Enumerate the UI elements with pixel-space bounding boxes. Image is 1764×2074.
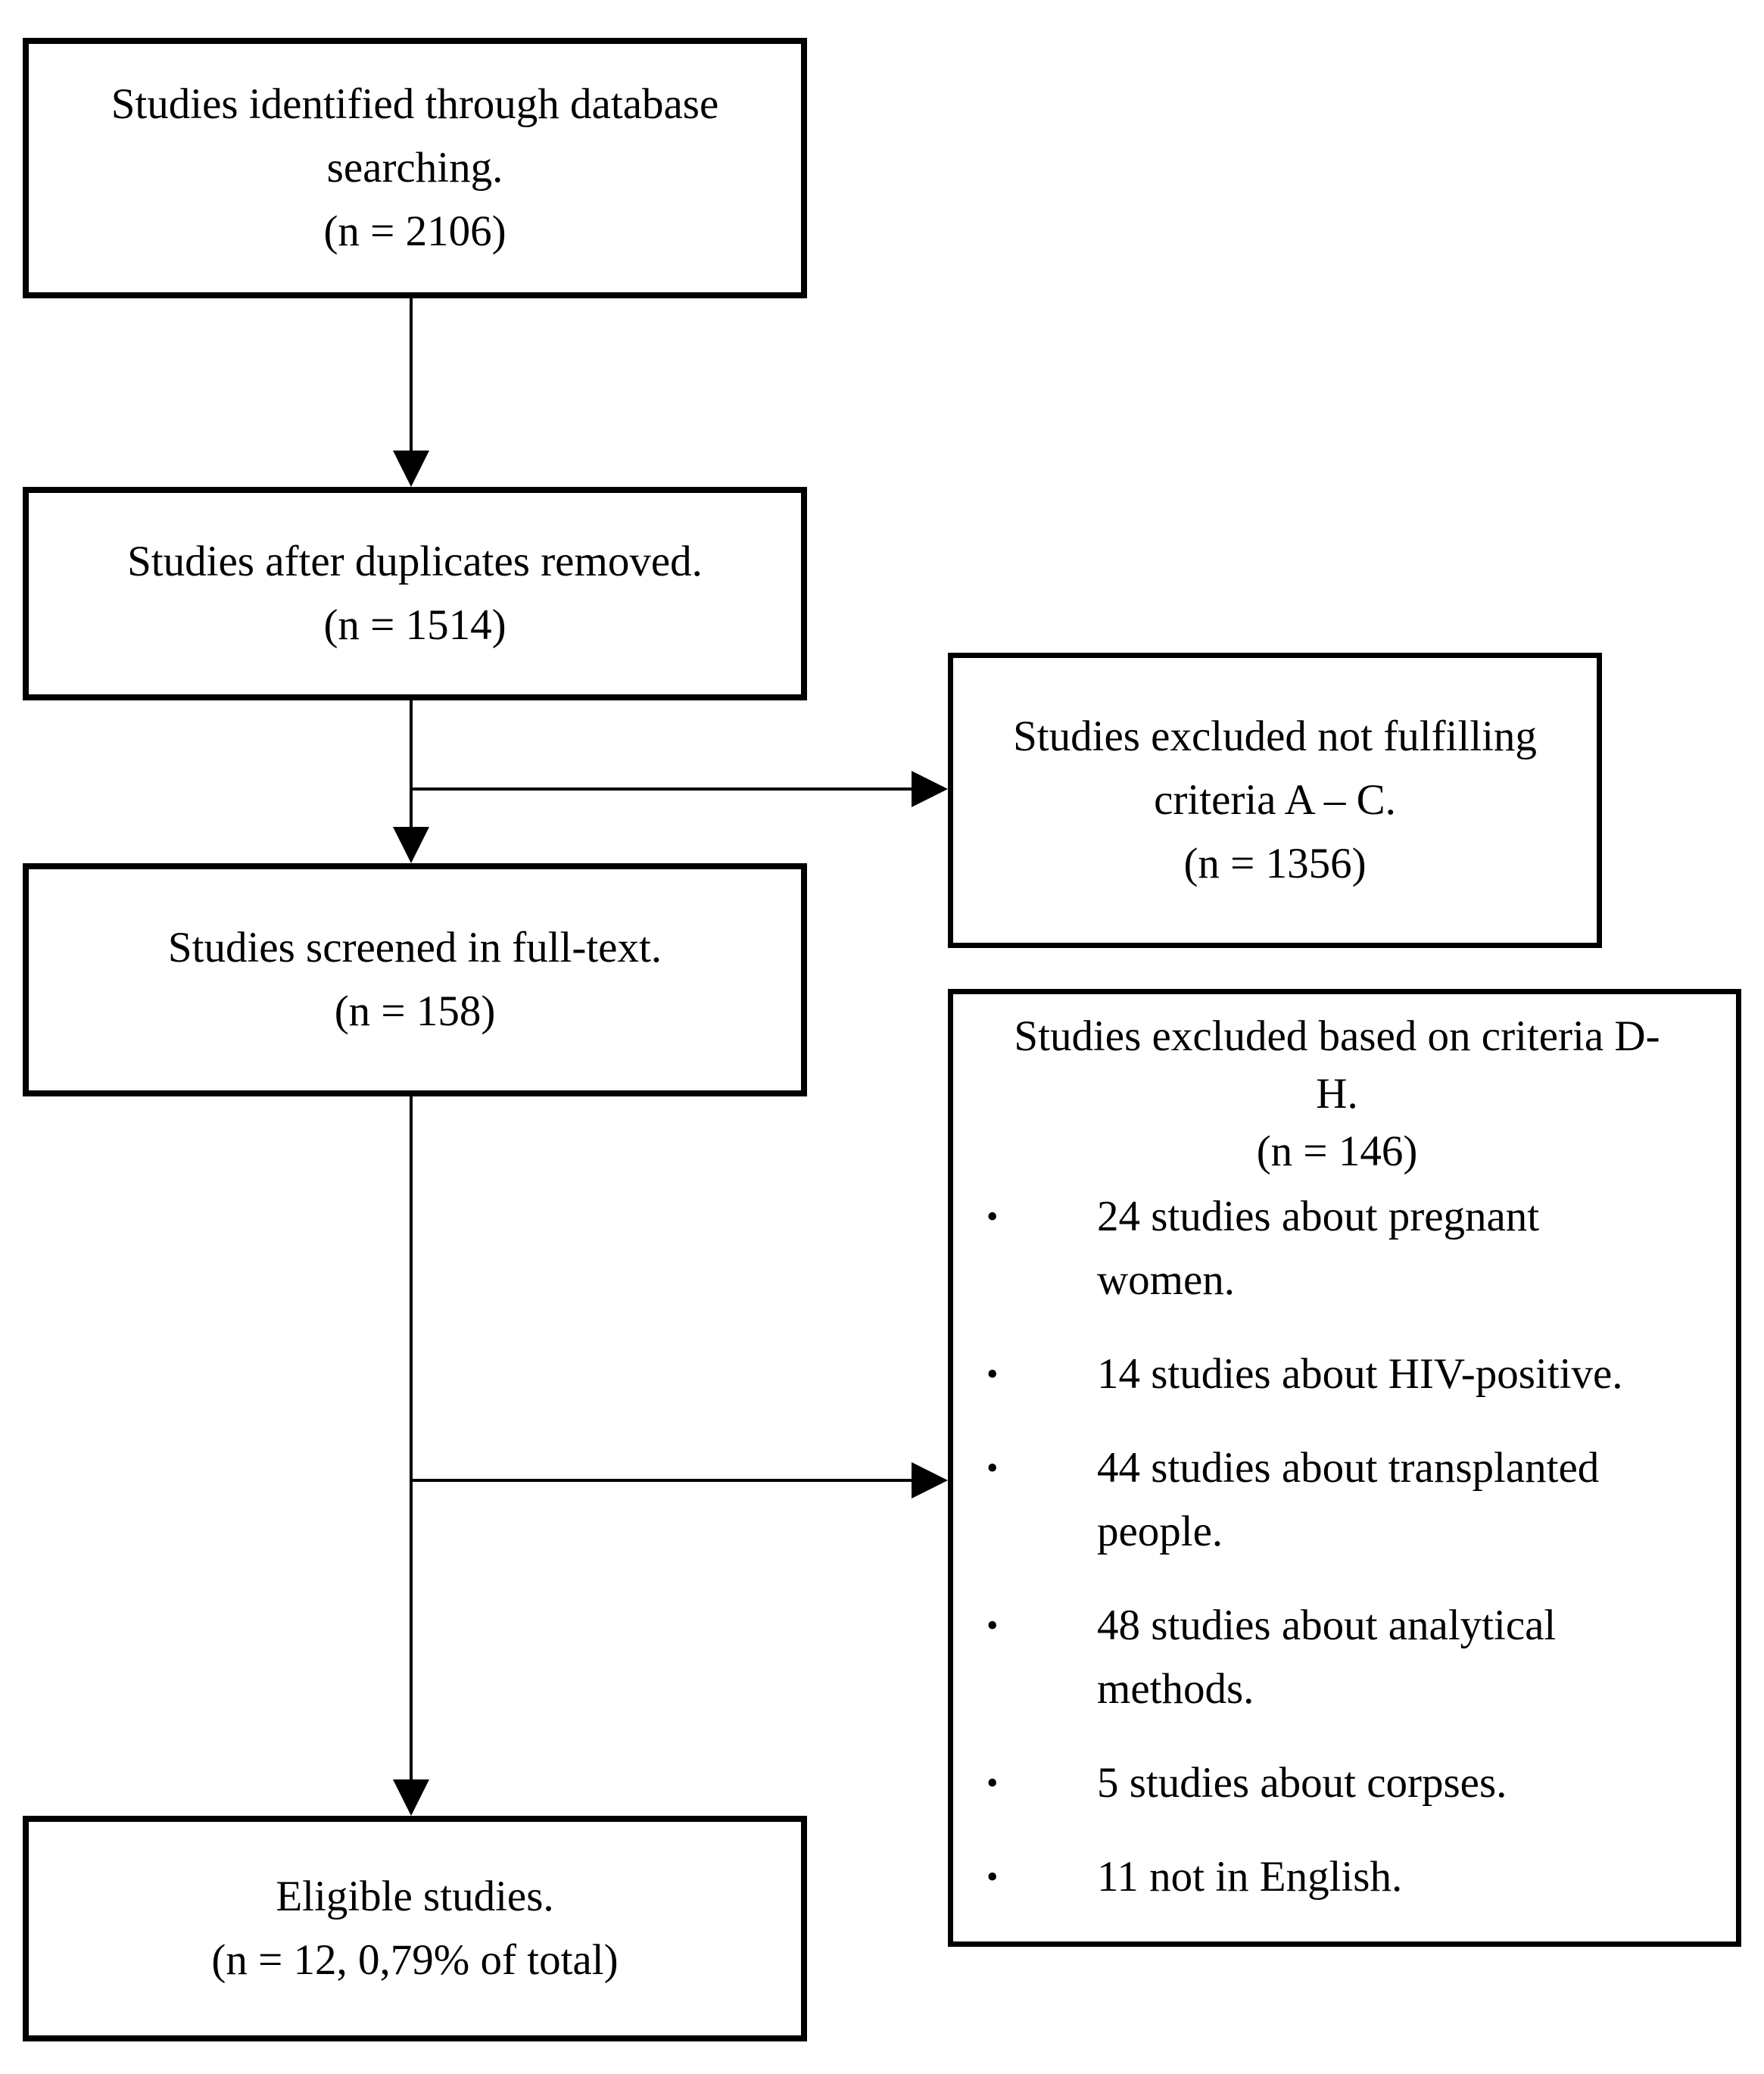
- list-item-line: women.: [1097, 1256, 1236, 1304]
- arrow-right-icon: [912, 1462, 948, 1499]
- box-excluded-ac-line: Studies excluded not fulfilling: [1013, 713, 1537, 760]
- bullet-icon: •: [986, 1607, 999, 1644]
- box-excluded-criteria-dh: Studies excluded based on criteria D- H.…: [948, 989, 1741, 1947]
- list-item-text: 24 studies about pregnant women.: [1097, 1185, 1721, 1312]
- box-studies-identified-line: searching.: [326, 144, 503, 192]
- branch-to-excluded-dh-line: [411, 1479, 912, 1482]
- box-excluded-ac-line: criteria A – C.: [1154, 776, 1396, 824]
- box-excluded-ac-count: (n = 1356): [1183, 840, 1367, 887]
- list-item: • 5 studies about corpses.: [953, 1751, 1721, 1815]
- arrow-right-icon: [912, 771, 948, 807]
- list-item: • 44 studies about transplanted people.: [953, 1436, 1721, 1564]
- box-after-duplicates-count: (n = 1514): [323, 601, 506, 649]
- bullet-icon: •: [986, 1764, 999, 1801]
- bullet-icon: •: [986, 1449, 999, 1486]
- box-after-duplicates-line: Studies after duplicates removed.: [127, 538, 703, 585]
- list-item-line: 14 studies about HIV-positive.: [1097, 1350, 1623, 1398]
- box-eligible-studies: Eligible studies. (n = 12, 0,79% of tota…: [23, 1816, 807, 2041]
- list-item-text: 48 studies about analytical methods.: [1097, 1594, 1721, 1721]
- box-excluded-dh-count: (n = 146): [1256, 1127, 1418, 1175]
- box-screened-line: Studies screened in full-text.: [167, 924, 662, 972]
- list-item: • 24 studies about pregnant women.: [953, 1185, 1721, 1312]
- list-item-line: 5 studies about corpses.: [1097, 1759, 1507, 1807]
- list-item-line: 11 not in English.: [1097, 1853, 1403, 1901]
- box-studies-identified: Studies identified through database sear…: [23, 38, 807, 298]
- list-item: • 14 studies about HIV-positive.: [953, 1343, 1721, 1406]
- arrow-down-icon: [393, 451, 429, 487]
- arrow-duplicates-to-screened-stem: [410, 700, 413, 828]
- arrow-down-icon: [393, 827, 429, 863]
- list-item-line: 48 studies about analytical: [1097, 1602, 1557, 1649]
- box-screened-fulltext: Studies screened in full-text. (n = 158): [23, 863, 807, 1096]
- list-item: • 48 studies about analytical methods.: [953, 1594, 1721, 1721]
- box-eligible-line: Eligible studies.: [276, 1873, 554, 1920]
- box-excluded-dh-header-line: Studies excluded based on criteria D-: [1014, 1012, 1660, 1060]
- box-excluded-dh-header: Studies excluded based on criteria D- H.…: [953, 1008, 1721, 1180]
- box-after-duplicates: Studies after duplicates removed. (n = 1…: [23, 487, 807, 700]
- list-item: • 11 not in English.: [953, 1845, 1721, 1909]
- list-item-line: 24 studies about pregnant: [1097, 1193, 1540, 1240]
- list-item-line: people.: [1097, 1508, 1223, 1555]
- list-item-text: 11 not in English.: [1097, 1845, 1721, 1909]
- arrow-screened-to-eligible-stem: [410, 1096, 413, 1780]
- list-item-text: 5 studies about corpses.: [1097, 1751, 1721, 1815]
- branch-to-excluded-ac-line: [411, 787, 912, 791]
- bullet-icon: •: [986, 1355, 999, 1393]
- list-item-text: 44 studies about transplanted people.: [1097, 1436, 1721, 1564]
- bullet-icon: •: [986, 1858, 999, 1895]
- list-item-line: methods.: [1097, 1665, 1254, 1713]
- bullet-icon: •: [986, 1198, 999, 1235]
- box-screened-count: (n = 158): [334, 987, 496, 1035]
- box-eligible-count: (n = 12, 0,79% of total): [211, 1936, 619, 1984]
- arrow-identified-to-duplicates-stem: [410, 298, 413, 451]
- excluded-dh-list: • 24 studies about pregnant women. • 14 …: [953, 1185, 1721, 1909]
- box-excluded-dh-header-line: H.: [1316, 1070, 1358, 1118]
- list-item-line: 44 studies about transplanted: [1097, 1444, 1600, 1492]
- box-excluded-criteria-ac: Studies excluded not fulfilling criteria…: [948, 653, 1602, 948]
- arrow-down-icon: [393, 1779, 429, 1816]
- list-item-text: 14 studies about HIV-positive.: [1097, 1343, 1721, 1406]
- box-studies-identified-count: (n = 2106): [323, 207, 506, 255]
- box-studies-identified-line: Studies identified through database: [111, 80, 719, 128]
